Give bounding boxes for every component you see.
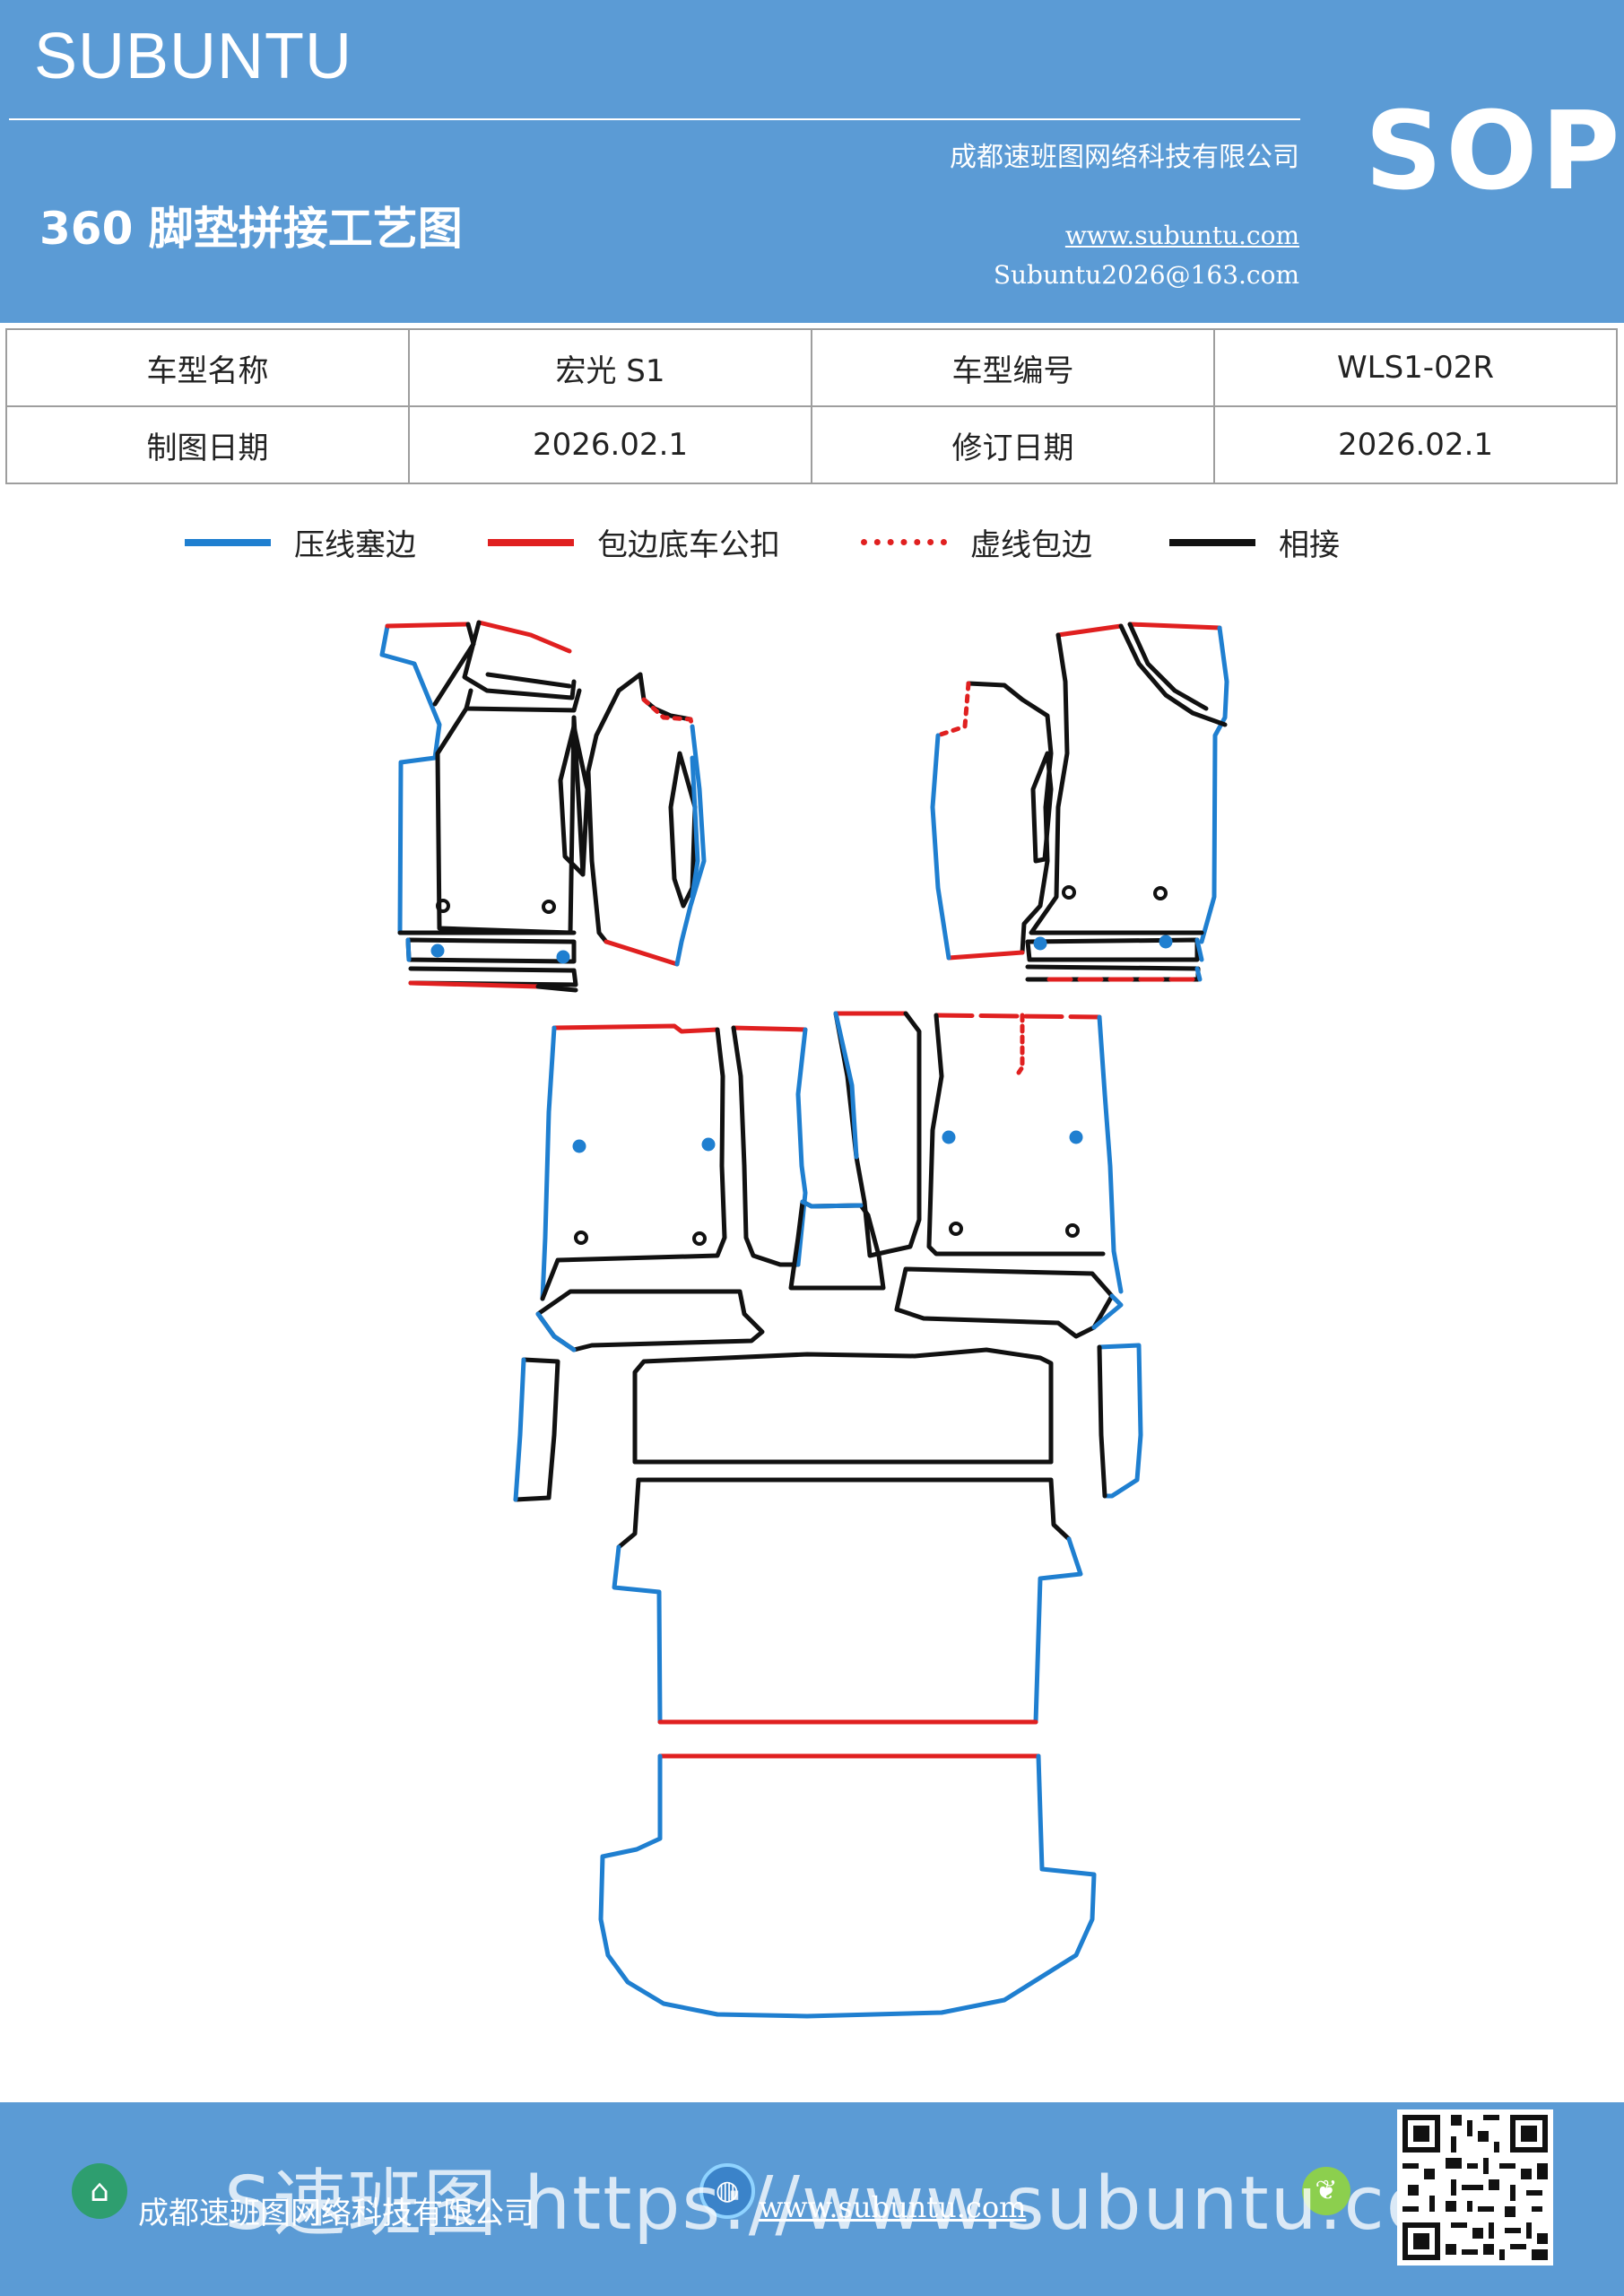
front-left-mat [379,620,590,993]
side-strip-left [513,1357,560,1502]
legend-item-dotted-edge: 虚线包边 [861,520,1092,564]
front-left-side-panel [586,672,707,967]
legend-item-join: 相接 [1169,520,1340,564]
rear-floor-mat [612,1477,1083,1725]
building-icon: ⌂ [72,2163,127,2219]
vehicle-info-table: 车型名称 宏光 S1 车型编号 WLS1-02R 制图日期 2026.02.1 … [5,328,1618,484]
header-banner [0,0,1624,323]
header-website-link[interactable]: www.subuntu.com [1064,221,1299,250]
legend-label: 包边底车公扣 [597,527,780,563]
line-legend: 压线塞边 包边底车公扣 虚线包边 相接 [0,520,1624,574]
second-row-right-mat [926,1013,1124,1294]
sop-badge: SOP [1365,90,1624,214]
legend-swatch-red [488,538,574,546]
globe-icon: ◍ [699,2163,755,2219]
front-right-side-panel [930,681,1054,961]
brand-logo-text: SUBUNTU [34,21,353,92]
legend-swatch-red-dotted [861,539,947,545]
table-cell: 车型名称 [5,328,410,407]
table-cell: 车型编号 [811,328,1215,407]
header-email: Subuntu2026@163.com [993,260,1299,290]
table-cell: 2026.02.1 [408,405,812,484]
page-title: 360 脚垫拼接工艺图 [39,203,463,255]
table-row: 制图日期 2026.02.1 修订日期 2026.02.1 [5,405,1618,484]
legend-label: 压线塞边 [294,527,416,563]
qr-code-icon [1397,2109,1553,2266]
trunk-mat [598,1753,1097,2019]
header-company: 成都速班图网络科技有限公司 [950,142,1299,173]
watermark-text: S速班图 https://www.subuntu.com [224,2161,1507,2247]
legend-label: 虚线包边 [970,527,1092,563]
front-right-mat [1025,622,1229,982]
table-cell: 2026.02.1 [1213,405,1618,484]
table-cell: 宏光 S1 [408,328,812,407]
table-row: 车型名称 宏光 S1 车型编号 WLS1-02R [5,328,1618,407]
legend-swatch-blue [185,538,271,546]
legend-label: 相接 [1279,527,1340,563]
center-hump [788,1199,886,1291]
footer-banner [0,2102,1624,2296]
leaf-icon: ❦ [1302,2167,1350,2215]
heel-pad-left [535,1289,765,1352]
second-row-left-mat [540,1023,727,1301]
legend-item-edge-buckle: 包边底车公扣 [488,520,780,564]
second-row-center-strip-left [731,1025,808,1267]
legend-swatch-black [1169,538,1255,546]
side-strip-right [1097,1343,1143,1499]
footer-website-link[interactable]: www.subuntu.com [759,2190,1027,2224]
second-row-center-strip-right [833,1011,922,1258]
footer-company: 成都速班图网络科技有限公司 [138,2196,534,2231]
table-cell: WLS1-02R [1213,328,1618,407]
header-divider [9,118,1300,120]
third-row-mat [632,1347,1054,1465]
legend-item-press-line: 压线塞边 [185,520,416,564]
heel-pad-right [894,1266,1124,1339]
table-cell: 制图日期 [5,405,410,484]
table-cell: 修订日期 [811,405,1215,484]
